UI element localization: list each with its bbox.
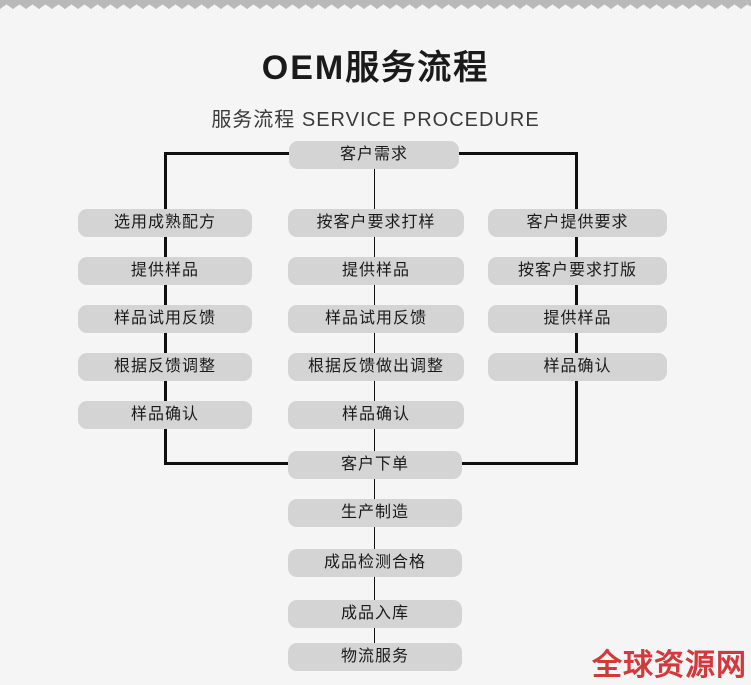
connector-top-right-horizontal (457, 152, 578, 155)
page-subtitle: 服务流程 SERVICE PROCEDURE (211, 109, 540, 131)
torn-edge-decoration (0, 0, 751, 9)
flow-node-middle-3: 样品试用反馈 (288, 305, 464, 333)
flow-node-left-5: 样品确认 (78, 401, 252, 429)
page-title: OEM服务流程 (261, 49, 490, 87)
flow-node-inspection: 成品检测合格 (288, 549, 462, 577)
flow-node-middle-2: 提供样品 (288, 257, 464, 285)
connector-top-left-horizontal (164, 152, 291, 155)
flow-node-right-2: 按客户要求打版 (488, 257, 667, 285)
flow-node-left-1: 选用成熟配方 (78, 209, 252, 237)
flow-node-warehousing: 成品入库 (288, 600, 462, 628)
site-watermark: 全球资源网 (592, 649, 747, 682)
flow-node-customer-demand: 客户需求 (289, 141, 459, 169)
flow-node-right-4: 样品确认 (488, 353, 667, 381)
connector-bottom-right-horizontal (457, 462, 578, 465)
flow-node-left-2: 提供样品 (78, 257, 252, 285)
flow-node-middle-5: 样品确认 (288, 401, 464, 429)
flow-node-logistics: 物流服务 (288, 643, 462, 671)
flow-node-production: 生产制造 (288, 499, 462, 527)
flow-node-customer-order: 客户下单 (288, 451, 462, 479)
flow-node-left-4: 根据反馈调整 (78, 353, 252, 381)
connector-bottom-left-horizontal (164, 462, 291, 465)
flow-node-middle-1: 按客户要求打样 (288, 209, 464, 237)
flow-node-right-3: 提供样品 (488, 305, 667, 333)
flow-node-middle-4: 根据反馈做出调整 (288, 353, 464, 381)
flow-node-right-1: 客户提供要求 (488, 209, 667, 237)
flow-node-left-3: 样品试用反馈 (78, 305, 252, 333)
